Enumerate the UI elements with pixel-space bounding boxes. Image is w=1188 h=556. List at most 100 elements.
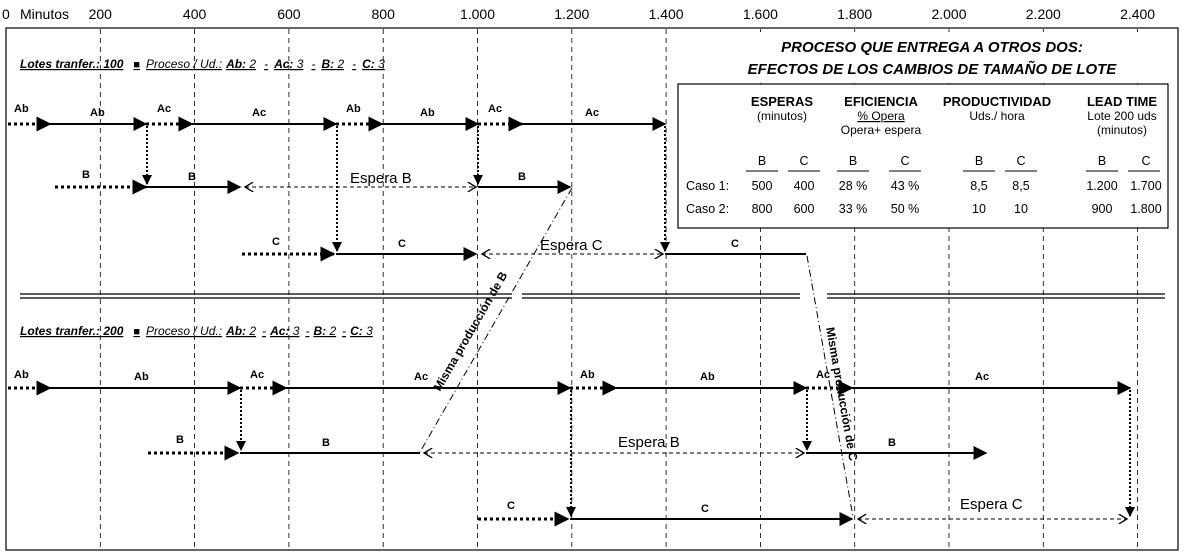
axis-tick-labels: 200 400 600 800 1.000 1.200 1.400 1.600 1.800 2.0… (89, 6, 1156, 22)
case1-b-label: B (188, 171, 196, 183)
group-title: EFICIENCIA (844, 94, 918, 109)
col-header-b: B (975, 154, 983, 168)
column-headers: B C B C B C B C (758, 154, 1151, 168)
case1-header: Lotes tranfer.: 100■Proceso / Ud.:Ab: 2-… (20, 57, 385, 71)
axis-tick-label: 1.600 (743, 6, 778, 22)
panel-title-bg (696, 32, 1174, 80)
axis-tick-label: 1.200 (554, 6, 589, 22)
group-title: PRODUCTIVIDAD (943, 94, 1051, 109)
case1-ac-label: Ac (585, 107, 599, 119)
case2-header: Lotes tranfer.: 200■Proceso / Ud.:Ab: 2-… (20, 324, 373, 338)
axis-tick-label: 2.200 (1026, 6, 1061, 22)
group-subtitle: Opera+ espera (841, 123, 922, 137)
group-subtitle: (minutos) (757, 109, 807, 123)
case2-b-label: B (322, 437, 330, 449)
case2-ab-label: Ab (700, 371, 715, 383)
case1-b-label: B (82, 169, 90, 181)
case1-c-label: C (731, 238, 739, 250)
case1-espera-b-label: Espera B (350, 170, 412, 187)
table-cell: 43 % (891, 179, 920, 193)
misma-produccion-b-label: Misma producción de B (430, 269, 510, 394)
table-cell: 900 (1092, 202, 1113, 216)
case1-c-label: C (272, 236, 280, 248)
case2-b-label: B (176, 434, 184, 446)
case2-flows: Ab Ab Ac Ac Ab Ab Ac Ac B B Espera B B C… (8, 369, 1135, 527)
row-label: Caso 2: (686, 202, 729, 216)
axis-tick-label: 1.000 (460, 6, 495, 22)
col-header-b: B (849, 154, 857, 168)
row-label: Caso 1: (686, 179, 729, 193)
case2-ac-label: Ac (250, 369, 264, 381)
summary-panel: PROCESO QUE ENTREGA A OTROS DOS: EFECTOS… (677, 32, 1174, 229)
case1-ac-label: Ac (252, 107, 266, 119)
case1-ab-label: Ab (346, 103, 361, 115)
col-header-c: C (1016, 154, 1025, 168)
panel-title-line1: PROCESO QUE ENTREGA A OTROS DOS: (781, 39, 1083, 56)
misma-produccion-b-line (419, 187, 573, 453)
case2-ac-label: Ac (414, 371, 428, 383)
col-header-c: C (799, 154, 808, 168)
misma-produccion-c-line (806, 255, 854, 518)
table-cell: 10 (1014, 202, 1028, 216)
case1-c-label: C (398, 238, 406, 250)
group-subtitle: Lote 200 uds (1087, 109, 1156, 123)
table-cell: 1.800 (1130, 202, 1161, 216)
axis-tick-label: 2.000 (931, 6, 966, 22)
case2-c-label: C (507, 500, 515, 512)
col-header-b: B (758, 154, 766, 168)
table-cell: 10 (972, 202, 986, 216)
group-title: LEAD TIME (1087, 94, 1157, 109)
table-cell: 50 % (891, 202, 920, 216)
case1-ac-label: Ac (488, 103, 502, 115)
case2-espera-b-label: Espera B (618, 434, 680, 451)
axis-tick-label: 1.400 (649, 6, 684, 22)
axis-tick-label: 400 (183, 6, 207, 22)
axis-tick-label: 200 (89, 6, 113, 22)
time-axis: 0 Minutos 200 400 600 800 1.000 1.200 1.400 1.6… (2, 6, 1155, 22)
group-subtitle: % Opera (857, 109, 905, 123)
axis-tick-label: 800 (372, 6, 396, 22)
panel-title-line2: EFECTOS DE LOS CAMBIOS DE TAMAÑO DE LOTE (748, 60, 1118, 78)
table-row: Caso 2: 800 600 33 % 50 % 10 10 900 1.80… (686, 202, 1162, 216)
col-header-c: C (1141, 154, 1150, 168)
table-cell: 500 (752, 179, 773, 193)
case1-ab-label: Ab (14, 103, 29, 115)
case2-c-label: C (701, 503, 709, 515)
axis-tick-label: 2.400 (1120, 6, 1155, 22)
group-subtitle: Uds./ hora (969, 109, 1025, 123)
summary-table (677, 83, 1169, 229)
case2-b-label: B (888, 437, 896, 449)
case2-ab-label: Ab (14, 369, 29, 381)
axis-start-label: 0 (2, 6, 10, 22)
table-cell: 8,5 (1012, 179, 1029, 193)
case1-flows: Ab Ab Ac Ac Ab Ab Ac Ac B B Espera B B C… (8, 103, 806, 262)
table-cell: 800 (752, 202, 773, 216)
section-separator (20, 293, 1165, 299)
diagram-frame (5, 27, 1179, 551)
group-subtitle: (minutos) (1097, 123, 1147, 137)
case2-ab-label: Ab (134, 371, 149, 383)
table-cell: 8,5 (970, 179, 987, 193)
axis-tick-label: 600 (277, 6, 301, 22)
table-cell: 1.200 (1086, 179, 1117, 193)
table-cell: 33 % (839, 202, 868, 216)
case1-ab-label: Ab (90, 107, 105, 119)
case2-ac-label: Ac (816, 369, 830, 381)
case1-b-label: B (518, 171, 526, 183)
case2-espera-c-label: Espera C (960, 496, 1023, 513)
table-row: Caso 1: 500 400 28 % 43 % 8,5 8,5 1.200 … (686, 179, 1162, 193)
case1-ac-label: Ac (157, 103, 171, 115)
case1-espera-c-label: Espera C (540, 237, 603, 254)
table-cell: 600 (794, 202, 815, 216)
table-cell: 28 % (839, 179, 868, 193)
axis-tick-label: 1.800 (837, 6, 872, 22)
table-cell: 1.700 (1130, 179, 1161, 193)
case1-ab-label: Ab (420, 107, 435, 119)
col-header-b: B (1098, 154, 1106, 168)
case2-ac-label: Ac (975, 371, 989, 383)
col-header-c: C (900, 154, 909, 168)
axis-unit-label: Minutos (20, 6, 69, 22)
table-cell: 400 (794, 179, 815, 193)
group-title: ESPERAS (751, 94, 813, 109)
